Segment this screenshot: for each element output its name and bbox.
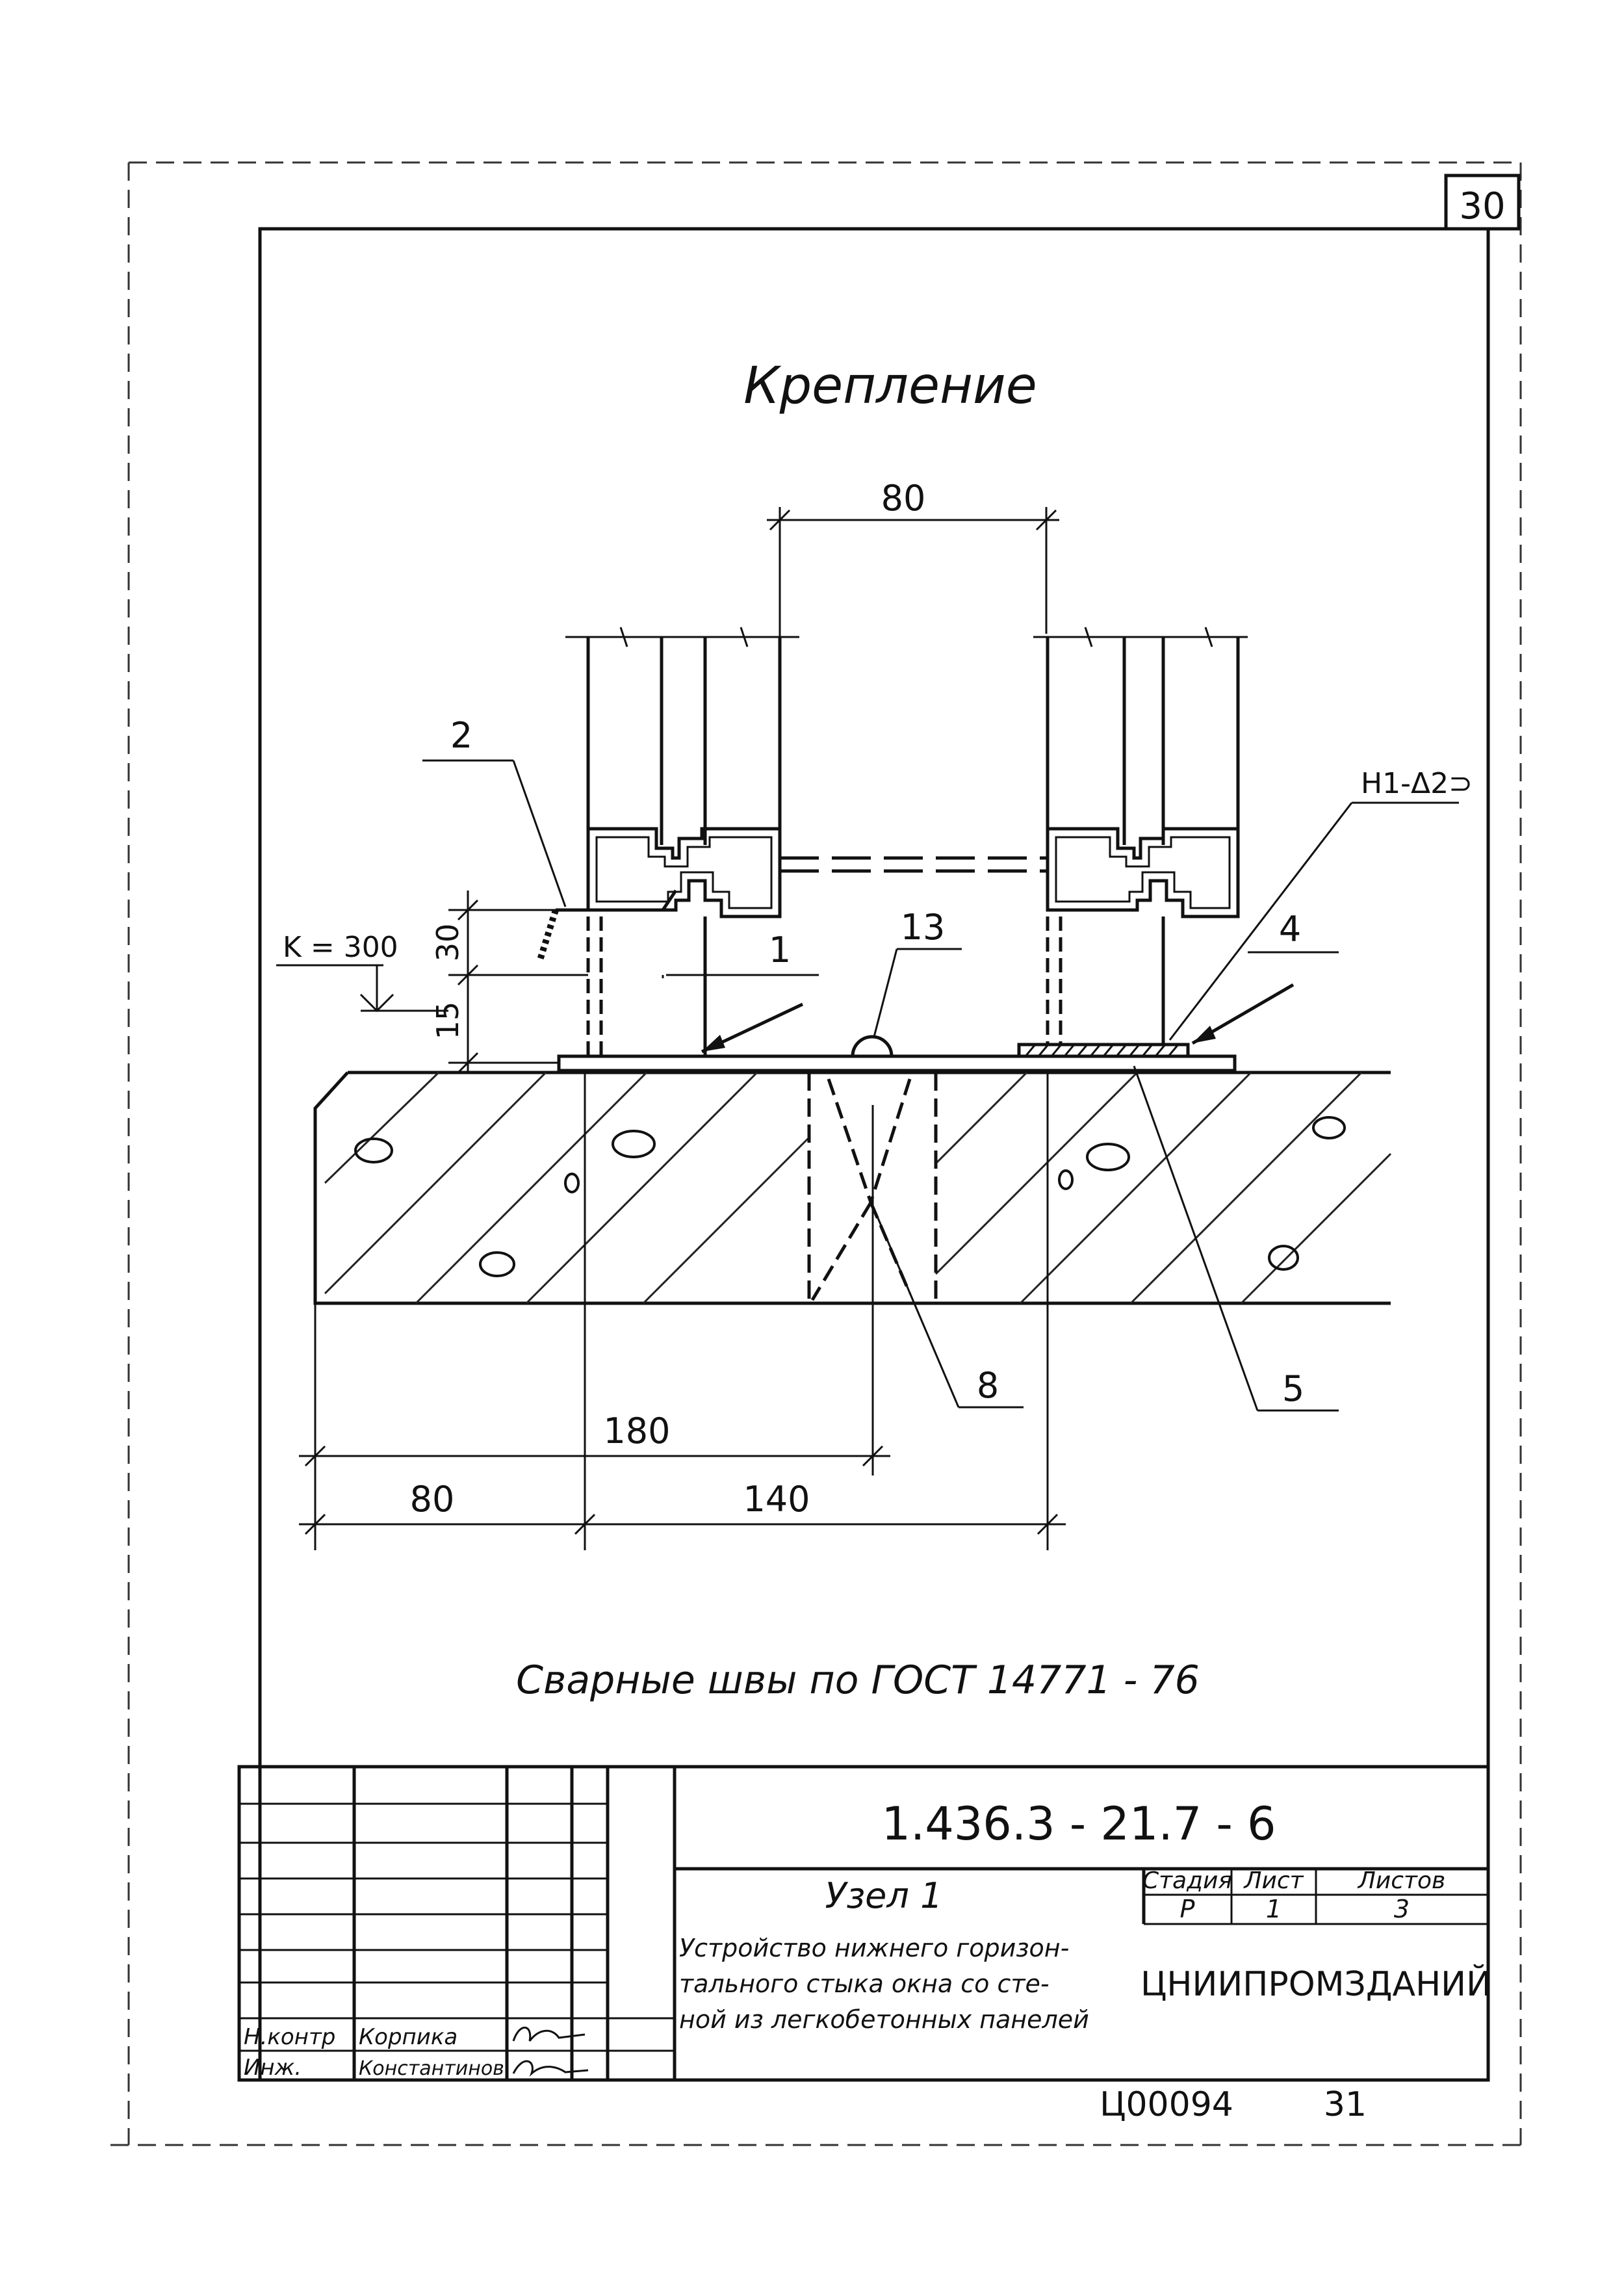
signature-1 bbox=[512, 2026, 586, 2042]
drawing-frame bbox=[258, 227, 1490, 2082]
concrete-panel bbox=[313, 1056, 1392, 1305]
organization: ЦНИИПРОМЗДАНИЙ bbox=[1141, 1964, 1491, 2004]
footer-code: Ц00094 bbox=[1100, 2085, 1233, 2124]
sheets-label: Листов bbox=[1357, 1867, 1445, 1894]
signature-2 bbox=[512, 2060, 589, 2077]
dim-top-gap: 80 bbox=[881, 478, 926, 519]
dim-80: 80 bbox=[410, 1479, 455, 1520]
sheet-number-box: 30 bbox=[1444, 174, 1521, 231]
sheet-label: Лист bbox=[1243, 1867, 1304, 1894]
base-plate bbox=[557, 1035, 1237, 1072]
role-1-name: Корпика bbox=[359, 2024, 458, 2050]
sheet-value: 1 bbox=[1266, 1895, 1282, 1923]
callout-weld: Н1-Δ2⊃ bbox=[1361, 767, 1473, 800]
description-line-2: тального стыка окна со сте- bbox=[679, 1970, 1050, 1998]
callouts: 2 1 13 4 Н1-Δ2⊃ 8 5 bbox=[422, 715, 1473, 1412]
stage-value: Р bbox=[1180, 1895, 1195, 1923]
callout-4: 4 bbox=[1279, 909, 1301, 950]
node-title: Узел 1 bbox=[825, 1875, 943, 1916]
footer-page: 31 bbox=[1324, 2085, 1367, 2124]
title-block: 1.436.3 - 21.7 - 6 Узел 1 Устройство ниж… bbox=[237, 1765, 1491, 2082]
callout-5: 5 bbox=[1282, 1368, 1304, 1409]
trim-border bbox=[110, 161, 1522, 2146]
dim-k-level: K = 300 bbox=[283, 931, 398, 964]
callout-1: 1 bbox=[769, 930, 791, 970]
role-1: Н.контр bbox=[244, 2024, 335, 2050]
stage-label: Стадия bbox=[1142, 1867, 1232, 1894]
height-dimensions: 30 15 K = 300 bbox=[276, 890, 588, 1074]
welding-note: Сварные швы по ГОСТ 14771 - 76 bbox=[516, 1658, 1200, 1703]
designation: 1.436.3 - 21.7 - 6 bbox=[881, 1797, 1276, 1851]
dimension-top: 80 bbox=[767, 478, 1059, 656]
dim-h15: 15 bbox=[430, 1002, 465, 1040]
role-2: Инж. bbox=[244, 2055, 302, 2081]
right-window-frame bbox=[1033, 627, 1248, 1056]
sheet-number: 30 bbox=[1459, 185, 1505, 228]
role-2-name: Константинов bbox=[359, 2057, 504, 2080]
callout-8: 8 bbox=[977, 1365, 999, 1406]
bottom-dimensions: 180 80 140 bbox=[299, 1072, 1066, 1550]
dim-h30: 30 bbox=[430, 924, 465, 962]
dim-140: 140 bbox=[743, 1479, 810, 1520]
description-line-1: Устройство нижнего горизон- bbox=[679, 1934, 1069, 1962]
sheets-value: 3 bbox=[1394, 1895, 1410, 1923]
left-window-frame bbox=[536, 627, 799, 1056]
drawing-title: Крепление bbox=[743, 357, 1037, 415]
description-line-3: ной из легкобетонных панелей bbox=[679, 2005, 1089, 2034]
callout-2: 2 bbox=[450, 715, 472, 756]
sash-line bbox=[780, 856, 1048, 873]
dim-180: 180 bbox=[603, 1410, 670, 1451]
callout-13: 13 bbox=[901, 907, 946, 948]
